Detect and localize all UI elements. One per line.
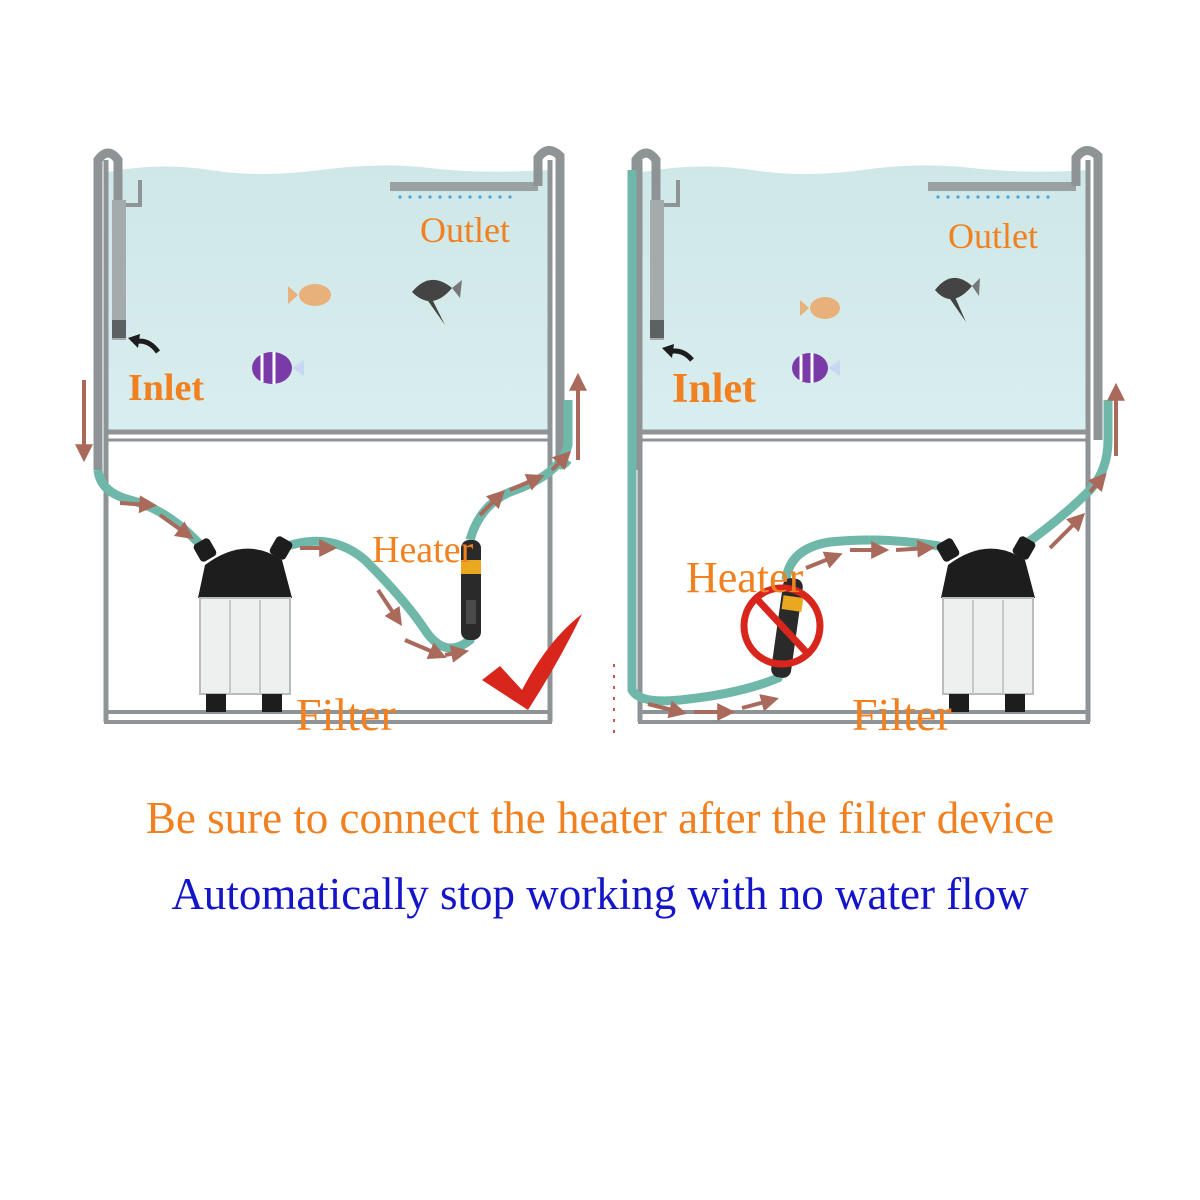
outlet-label: Outlet [948,216,1038,256]
fish-icon [935,277,980,322]
inlet-label: Inlet [672,366,756,412]
panel-incorrect: Outlet Inlet Heater Filter [613,146,1125,740]
prohibited-icon [740,584,824,668]
filter-label: Filter [296,689,396,740]
fish-icon [288,284,331,306]
heater-label: Heater [372,529,474,571]
check-mark-icon [482,614,582,710]
fish-icon [412,279,462,325]
outlet-spray-bar [390,182,538,199]
hose-inlet-to-filter [93,469,209,553]
filter-canister [936,536,1036,712]
outlet-label: Outlet [420,210,510,250]
flow-arrows [75,372,587,663]
outlet-spray-bar [928,182,1076,199]
heater-label: Heater [686,553,804,602]
hose-inlet-to-heater [627,170,791,706]
hose-heater-to-filter [781,535,951,581]
filter-canister [193,536,293,712]
fish-icon [252,352,304,384]
heater-device [461,540,481,640]
tank-frame [103,160,553,724]
filter-label: Filter [852,689,952,740]
fish-icon [792,353,840,383]
instruction-caption: Be sure to connect the heater after the … [145,793,1055,843]
flow-arrows [647,382,1125,721]
tank-water [642,165,1088,432]
fish-icon [800,297,840,319]
panel-correct: Outlet Inlet Heater Filter [75,146,587,740]
safety-caption: Automatically stop working with no water… [171,869,1029,919]
inlet-label: Inlet [128,367,204,409]
